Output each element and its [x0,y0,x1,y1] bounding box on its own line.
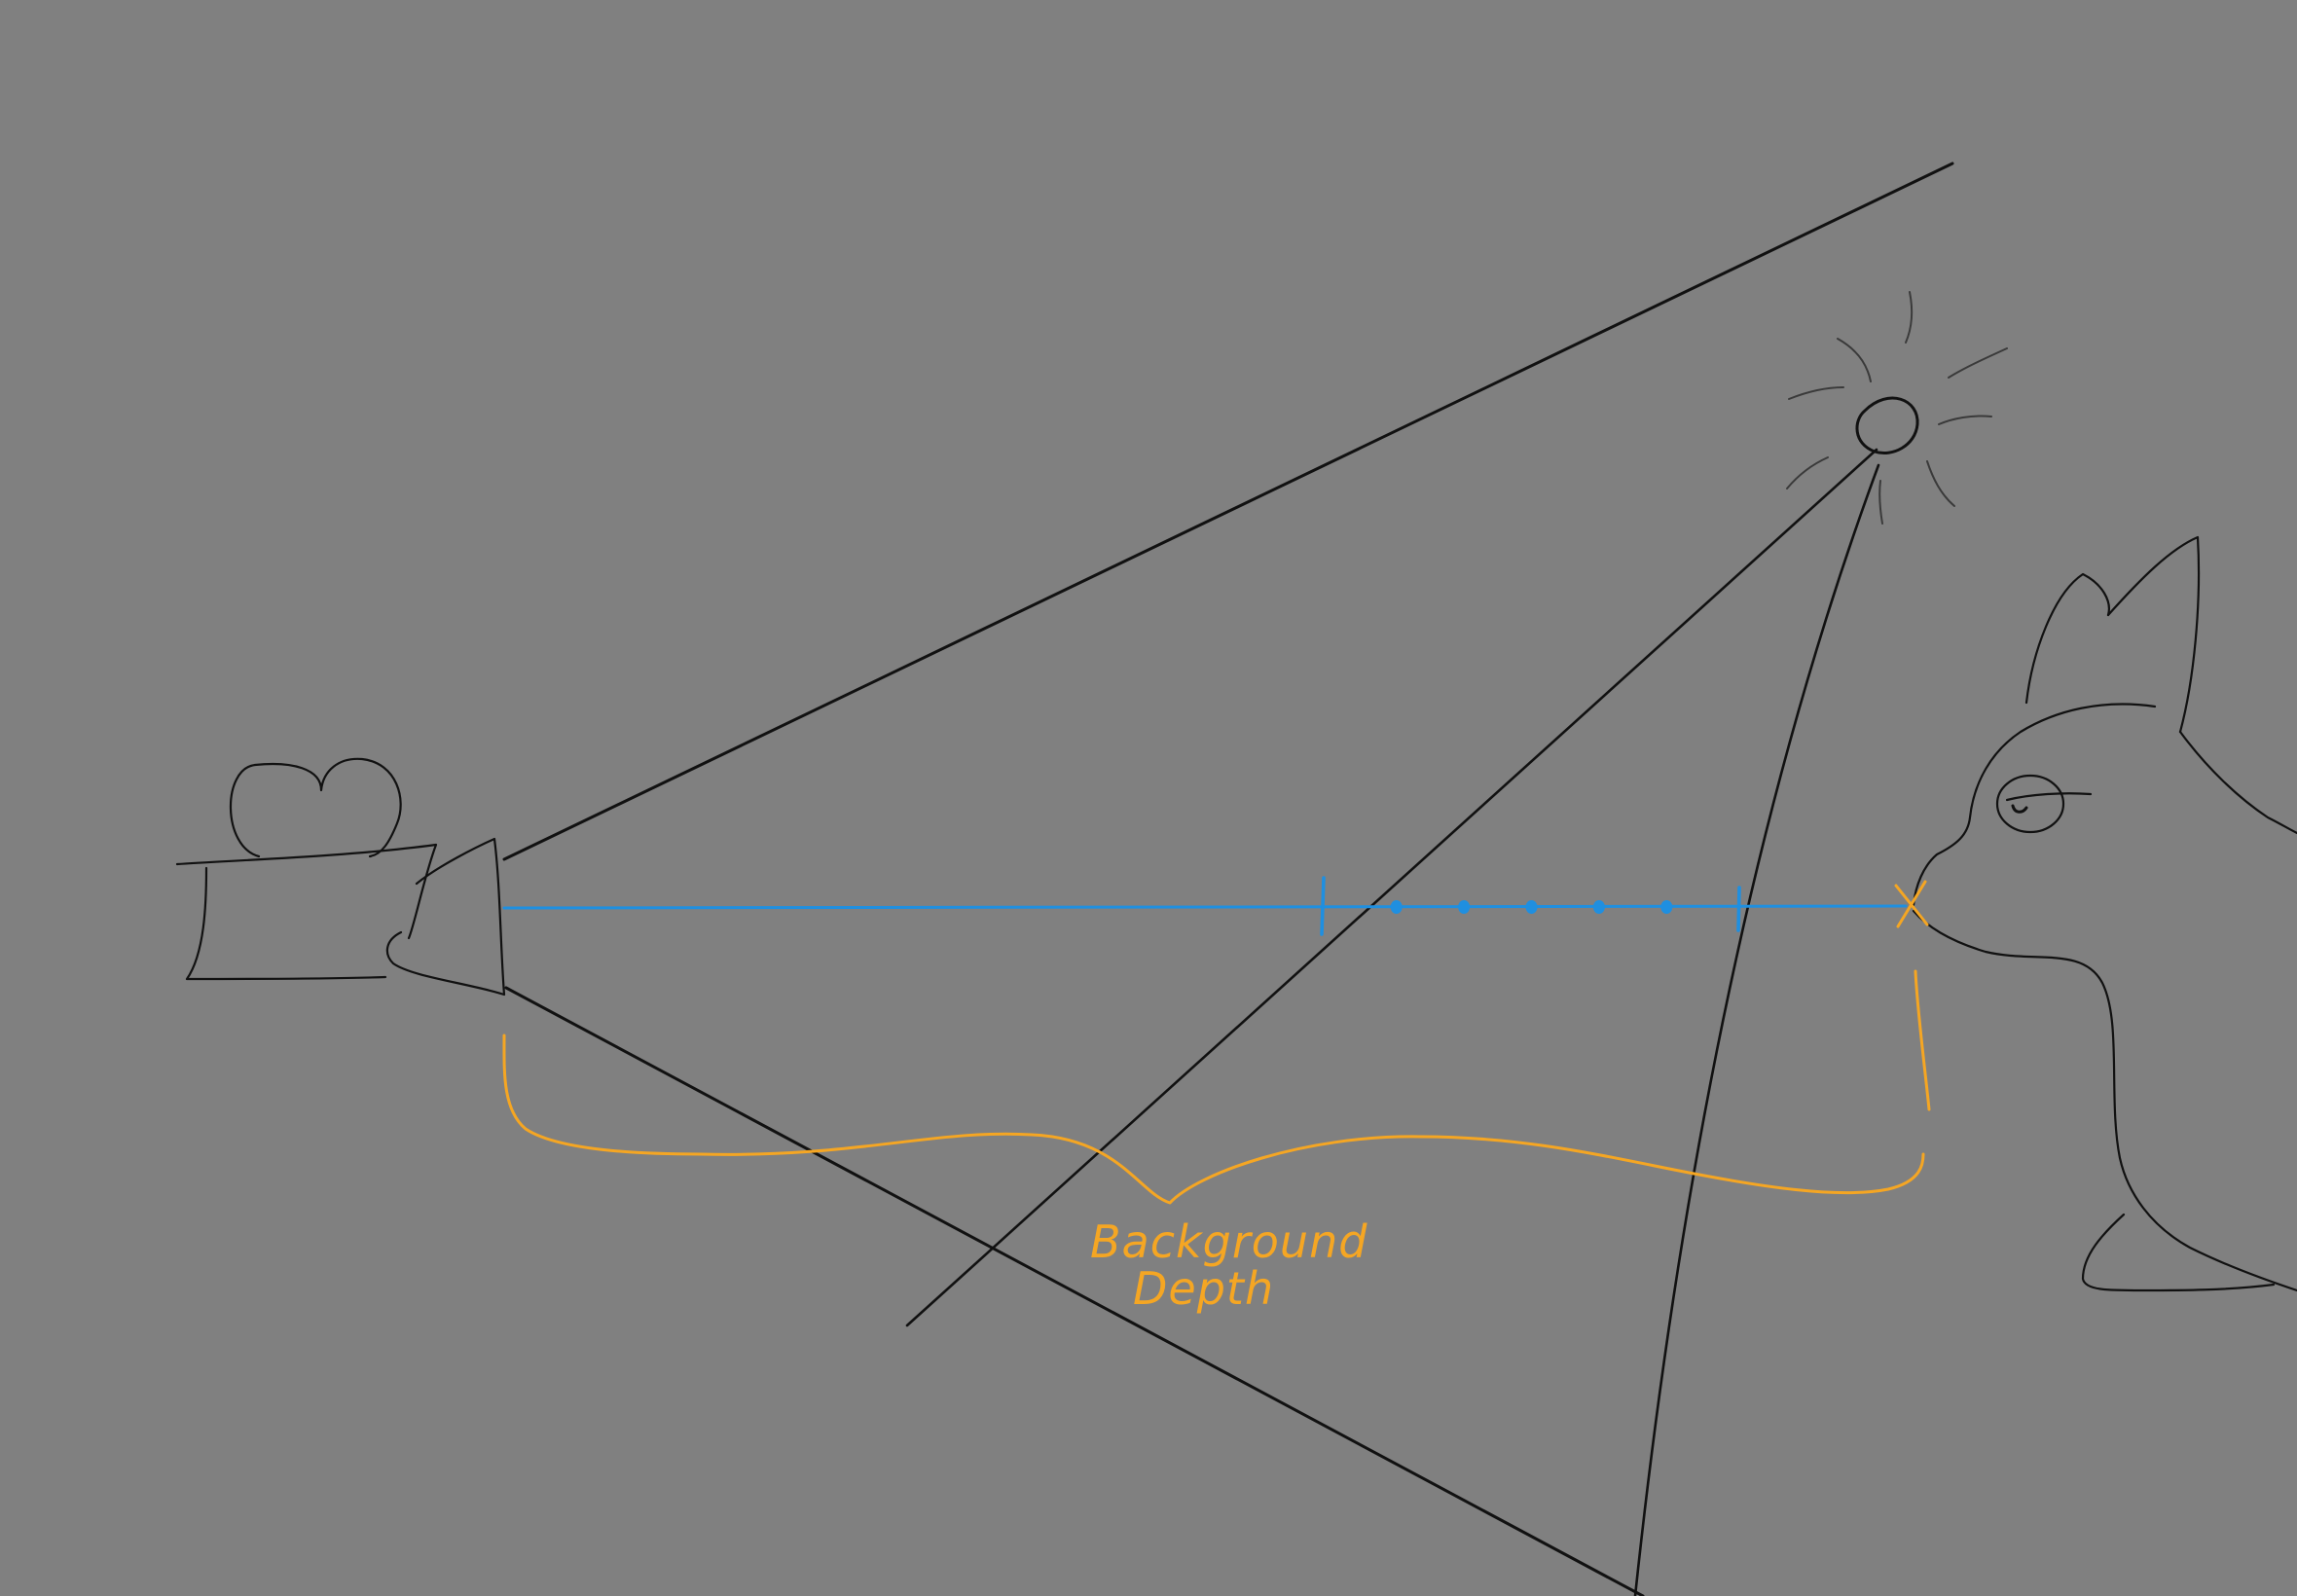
annotation-label-depth: Depth [1133,1262,1274,1315]
camera-lens [385,837,506,997]
light-ray-right [1633,463,1880,1596]
rabbit-head-back [2178,730,2297,835]
depth-axis [502,876,1908,936]
depth-sample-dot [1660,900,1673,914]
depth-axis-line [502,904,1908,910]
bulb-glow-6 [1786,456,1829,490]
depth-tick-far [1736,886,1741,932]
rabbit-eye-lid [2005,792,2093,802]
rabbit-eye [1995,774,2065,834]
bulb-body [1855,396,1919,454]
depth-sample-dot [1390,900,1403,914]
bulb-glow-3 [1948,347,2008,379]
bulb-glow-5 [1938,415,1992,425]
rabbit-icon [1912,535,2297,1292]
frustum-top-edge [502,162,1954,861]
rabbit-paw [2081,1213,2276,1292]
bulb-glow-8 [1878,480,1883,525]
bulb-glow-4 [1788,386,1844,400]
brace-right-end [1914,969,1931,1111]
background-depth-annotation: Background Depth [502,880,1931,1315]
depth-tick-near [1320,876,1326,936]
depth-sample-dots [1390,900,1673,914]
movie-camera-icon [175,757,506,997]
annotation-label-background: Background [1090,1215,1367,1268]
bulb-glow-7 [1926,460,1955,507]
camera-reel-rear [229,757,402,858]
camera-body [175,843,438,981]
depth-sample-dot [1458,900,1471,914]
light-ray-left [905,448,1878,1327]
depth-sample-dot [1592,900,1605,914]
brace-left-end [502,1034,703,1156]
light-bulb-icon [1786,291,2008,525]
rabbit-face [1912,703,2157,907]
rabbit-chin [1912,909,2297,1292]
rabbit-pupil [2011,804,2028,814]
x-mark-stroke-2 [1896,880,1927,928]
bulb-glow-1 [1905,291,1914,344]
frustum-bottom-edge [504,986,1645,1596]
bulb-glow-2 [1837,338,1872,382]
x-mark-icon [1894,880,1929,928]
rabbit-ear-left [2024,572,2110,705]
depth-sample-dot [1525,900,1538,914]
curly-brace [699,1132,1925,1205]
rabbit-ear-right [2106,535,2201,734]
